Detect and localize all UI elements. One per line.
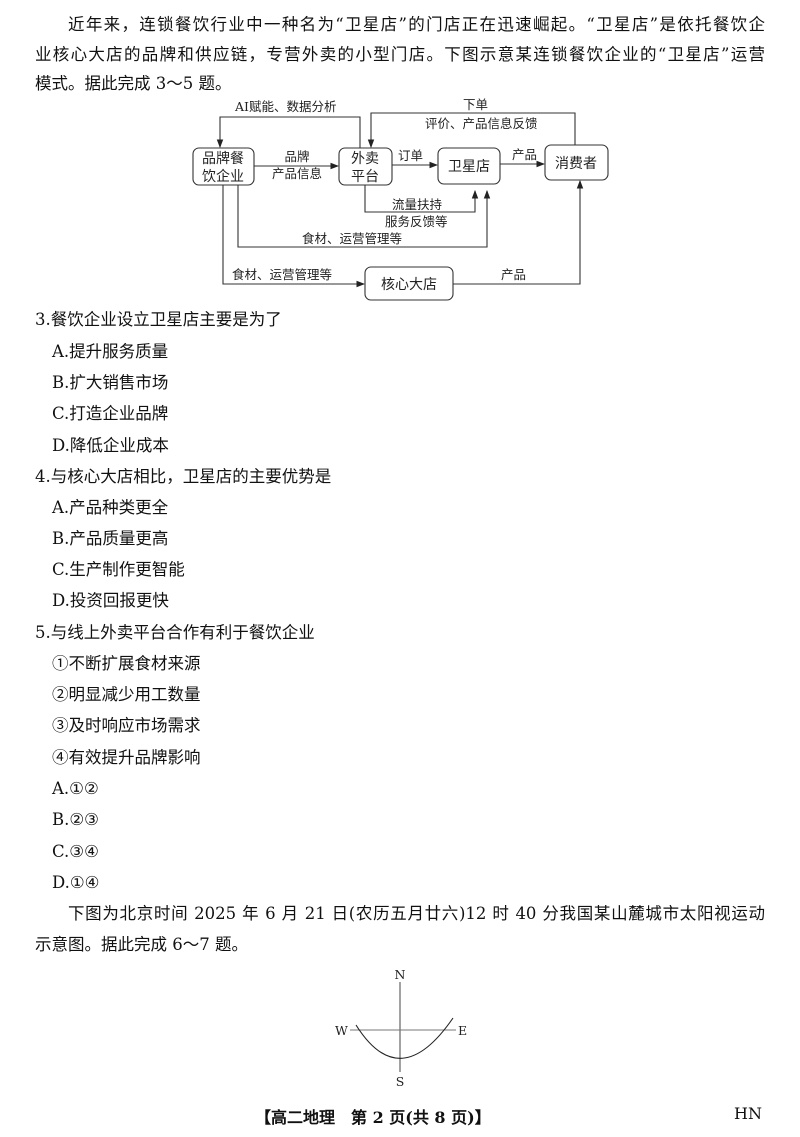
question-5-item-2: ②明显减少用工数量 bbox=[52, 685, 201, 704]
svg-text:卫星店: 卫星店 bbox=[448, 159, 490, 175]
svg-text:食材、运营管理等: 食材、运营管理等 bbox=[232, 267, 332, 282]
svg-text:评价、产品信息反馈: 评价、产品信息反馈 bbox=[425, 116, 538, 131]
svg-text:订单: 订单 bbox=[398, 148, 423, 163]
intro-line-2: 业核心大店的品牌和供应链，专营外卖的小型门店。下图示意某连锁餐饮企业的“卫星店”… bbox=[35, 45, 765, 64]
question-5-option-a: A.①② bbox=[52, 779, 99, 798]
svg-text:平台: 平台 bbox=[351, 169, 379, 185]
question-5-option-b: B.②③ bbox=[52, 810, 99, 829]
question-3-option-c: C.打造企业品牌 bbox=[52, 404, 169, 423]
svg-text:流量扶持: 流量扶持 bbox=[392, 197, 442, 212]
question-5-stem: 5.与线上外卖平台合作有利于餐饮企业 bbox=[35, 623, 315, 642]
svg-text:产品: 产品 bbox=[512, 147, 537, 162]
south-label: S bbox=[396, 1074, 405, 1089]
sun-path-diagram: N S W E bbox=[335, 967, 467, 1089]
question-4-option-b: B.产品质量更高 bbox=[52, 529, 169, 548]
north-label: N bbox=[395, 967, 406, 982]
svg-text:AI赋能、数据分析: AI赋能、数据分析 bbox=[234, 99, 336, 114]
question-5-option-c: C.③④ bbox=[52, 842, 99, 861]
svg-text:产品信息: 产品信息 bbox=[272, 166, 322, 181]
question-4-stem: 4.与核心大店相比，卫星店的主要优势是 bbox=[35, 467, 332, 486]
para2-line-1: 下图为北京时间 2025 年 6 月 21 日(农历五月廿六)12 时 40 分… bbox=[68, 904, 765, 923]
svg-text:消费者: 消费者 bbox=[555, 156, 597, 172]
svg-text:服务反馈等: 服务反馈等 bbox=[385, 214, 448, 229]
para2-line-2: 示意图。据此完成 6～7 题。 bbox=[35, 935, 248, 954]
svg-text:品牌餐: 品牌餐 bbox=[202, 150, 244, 167]
west-label: W bbox=[335, 1023, 348, 1038]
question-5-option-d: D.①④ bbox=[52, 873, 100, 892]
svg-text:外卖: 外卖 bbox=[351, 151, 379, 167]
footer-code: HN bbox=[734, 1104, 762, 1123]
sun-path-curve bbox=[355, 1017, 454, 1059]
svg-text:食材、运营管理等: 食材、运营管理等 bbox=[302, 231, 402, 246]
question-3-stem: 3.餐饮企业设立卫星店主要是为了 bbox=[35, 310, 282, 329]
question-3-option-a: A.提升服务质量 bbox=[52, 342, 169, 361]
svg-text:产品: 产品 bbox=[501, 267, 526, 282]
question-4-option-c: C.生产制作更智能 bbox=[52, 560, 185, 579]
intro-line-3: 模式。据此完成 3～5 题。 bbox=[35, 74, 232, 93]
footer-page-info: 【高二地理 第 2 页(共 8 页)】 bbox=[255, 1108, 491, 1127]
intro-line-1: 近年来，连锁餐饮行业中一种名为“卫星店”的门店正在迅速崛起。“卫星店”是依托餐饮… bbox=[68, 15, 765, 34]
svg-text:品牌: 品牌 bbox=[284, 149, 309, 164]
question-4-option-d: D.投资回报更快 bbox=[52, 591, 169, 610]
question-5-item-4: ④有效提升品牌影响 bbox=[52, 748, 201, 767]
question-3-option-d: D.降低企业成本 bbox=[52, 436, 169, 455]
east-label: E bbox=[458, 1023, 467, 1038]
question-3-option-b: B.扩大销售市场 bbox=[52, 373, 169, 392]
question-5-item-1: ①不断扩展食材来源 bbox=[52, 654, 201, 673]
svg-text:饮企业: 饮企业 bbox=[202, 168, 244, 185]
svg-text:核心大店: 核心大店 bbox=[381, 277, 437, 293]
question-5-item-3: ③及时响应市场需求 bbox=[52, 716, 201, 735]
question-4-option-a: A.产品种类更全 bbox=[52, 498, 169, 517]
svg-text:下单: 下单 bbox=[463, 97, 488, 112]
operation-model-diagram: 品牌餐 饮企业 外卖 平台 卫星店 消费者 核心大店 AI赋能、数据分析 下单 … bbox=[192, 97, 609, 301]
